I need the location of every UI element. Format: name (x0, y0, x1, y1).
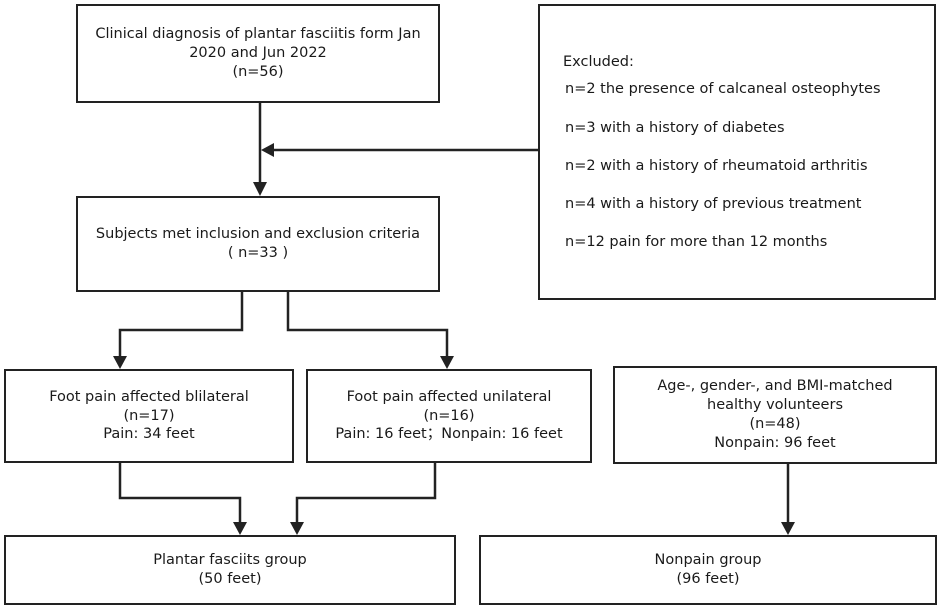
diagnosis-box: Clinical diagnosis of plantar fasciitis … (76, 4, 440, 103)
arrowhead-pf-right (290, 522, 304, 535)
unilateral-count: (n=16) (423, 407, 475, 424)
arrowhead-pf-left (233, 522, 247, 535)
bilateral-box: Foot pain affected blilateral (n=17) Pai… (4, 369, 294, 463)
arrowhead-unilateral (440, 356, 454, 369)
bilateral-feet: Pain: 34 feet (103, 426, 195, 443)
nonpain-group-feet: (96 feet) (676, 571, 740, 587)
diagnosis-line-2: 2020 and Jun 2022 (189, 45, 327, 62)
nonpain-group-title: Nonpain group (654, 552, 762, 569)
bilateral-line-1: Foot pain affected blilateral (49, 388, 249, 405)
arrowhead-subjects (253, 182, 267, 196)
pf-group-title: Plantar fasciits group (153, 552, 307, 569)
excluded-item: n=12 pain for more than 12 months (565, 234, 828, 250)
diagnosis-line-1: Clinical diagnosis of plantar fasciitis … (95, 26, 421, 43)
unilateral-box: Foot pain affected unilateral (n=16) Pai… (306, 369, 592, 463)
arrowhead-excluded (261, 143, 274, 157)
excluded-item: n=2 with a history of rheumatoid arthrit… (565, 158, 868, 174)
arrowhead-bilateral (113, 356, 127, 369)
subjects-count: ( n=33 ) (227, 245, 289, 261)
arrow-subjects-to-bilateral (118, 290, 244, 358)
healthy-box: Age-, gender-, and BMI-matched healthy v… (613, 366, 937, 464)
subjects-box: Subjects met inclusion and exclusion cri… (76, 196, 440, 292)
healthy-line-2: healthy volunteers (707, 397, 843, 414)
excluded-item: n=3 with a history of diabetes (565, 120, 785, 136)
excluded-box: Excluded: n=2 the presence of calcaneal … (538, 4, 936, 300)
nonpain-group-box: Nonpain group (96 feet) (479, 535, 937, 605)
bilateral-count: (n=17) (123, 407, 175, 424)
arrowhead-nonpain (781, 522, 795, 535)
unilateral-feet: Pain: 16 feet；Nonpain: 16 feet (335, 426, 563, 443)
excluded-item: n=4 with a history of previous treatment (565, 196, 862, 212)
diagnosis-count: (n=56) (232, 63, 284, 80)
excluded-title: Excluded: (563, 54, 634, 70)
healthy-count: (n=48) (749, 416, 801, 432)
pf-group-feet: (50 feet) (198, 571, 262, 587)
excluded-item: n=2 the presence of calcaneal osteophyte… (565, 81, 881, 97)
healthy-feet: Nonpain: 96 feet (714, 434, 836, 451)
arrow-subjects-to-unilateral (286, 290, 449, 358)
unilateral-line-1: Foot pain affected unilateral (346, 388, 552, 405)
arrow-bilateral-to-pf (118, 462, 242, 524)
arrow-unilateral-to-pf (295, 462, 437, 524)
healthy-line-1: Age-, gender-, and BMI-matched (657, 378, 893, 395)
subjects-line-1: Subjects met inclusion and exclusion cri… (95, 226, 421, 243)
pf-group-box: Plantar fasciits group (50 feet) (4, 535, 456, 605)
